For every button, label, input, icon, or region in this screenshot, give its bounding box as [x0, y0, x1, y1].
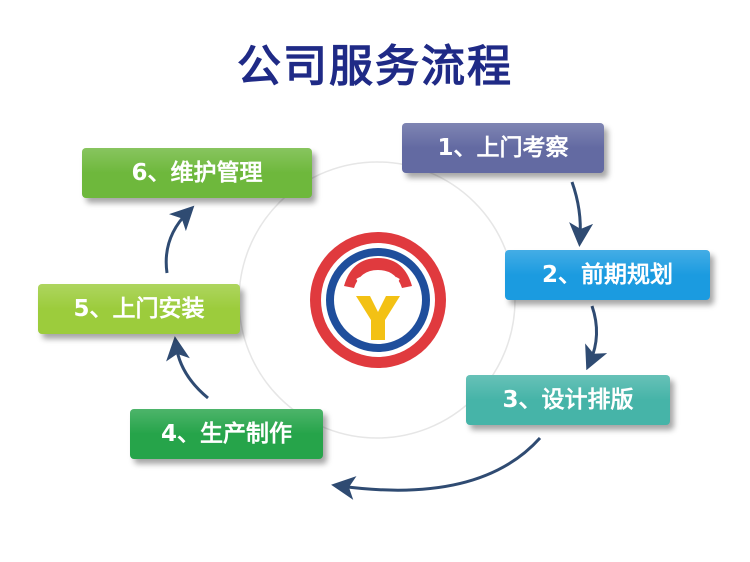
arrow-5-to-6	[164, 205, 195, 274]
arrow-3-to-4	[331, 436, 542, 500]
step-5-installation[interactable]: 5、上门安装	[38, 284, 240, 334]
step-3-design-layout[interactable]: 3、设计排版	[466, 375, 670, 425]
step-6-maintenance[interactable]: 6、维护管理	[82, 148, 312, 198]
step-1-site-survey[interactable]: 1、上门考察	[402, 123, 604, 173]
company-logo-icon	[310, 232, 446, 368]
arrow-1-to-2	[569, 181, 594, 247]
page-title: 公司服务流程	[237, 41, 513, 92]
step-2-preliminary-planning[interactable]: 2、前期规划	[505, 250, 710, 300]
arrow-2-to-3	[585, 305, 608, 371]
step-4-production[interactable]: 4、生产制作	[130, 409, 323, 459]
arrow-4-to-5	[166, 336, 209, 400]
